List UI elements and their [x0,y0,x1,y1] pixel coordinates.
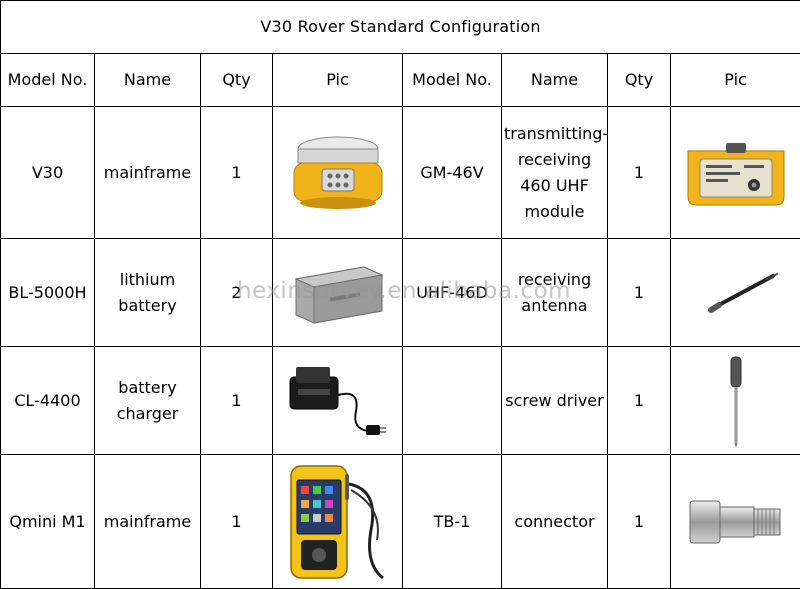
name-cell: receiving antenna [502,239,608,347]
header-name: Name [95,54,201,107]
charger-icon [282,359,394,443]
pic-cell [273,239,403,347]
connector-icon [684,487,788,557]
qty-cell: 1 [201,455,273,589]
model-cell: BL-5000H [1,239,95,347]
pic-cell [671,107,800,239]
qty-cell: 2 [201,239,273,347]
name-cell: lithium battery [95,239,201,347]
model-cell: Qmini M1 [1,455,95,589]
pic-cell [273,107,403,239]
pic-cell [273,455,403,589]
name-cell: connector [502,455,608,589]
header-model-no-right: Model No. [403,54,502,107]
screwdriver-icon [716,353,756,449]
header-name-right: Name [502,54,608,107]
pic-cell [273,347,403,455]
table-row: BL-5000H lithium battery 2 UHF-46D recei… [1,239,800,347]
header-qty-right: Qty [608,54,671,107]
battery-icon [286,257,390,329]
model-cell [403,347,502,455]
table-row: CL-4400 battery charger 1 screw driver 1 [1,347,800,455]
table-row: Qmini M1 mainframe 1 TB-1 connector 1 [1,455,800,589]
header-qty: Qty [201,54,273,107]
table-title: V30 Rover Standard Configuration [1,1,800,54]
name-cell: screw driver [502,347,608,455]
pic-cell [671,239,800,347]
model-cell: V30 [1,107,95,239]
antenna-icon [681,258,791,328]
qty-cell: 1 [608,347,671,455]
name-cell: mainframe [95,107,201,239]
uhf-module-icon [680,135,792,211]
pic-cell [671,347,800,455]
handheld-controller-icon [279,460,397,584]
qty-cell: 1 [201,347,273,455]
header-pic-right: Pic [671,54,800,107]
qty-cell: 1 [201,107,273,239]
qty-cell: 1 [608,239,671,347]
model-cell: UHF-46D [403,239,502,347]
header-pic: Pic [273,54,403,107]
model-cell: TB-1 [403,455,502,589]
gnss-receiver-icon [284,131,392,215]
qty-cell: 1 [608,107,671,239]
table-row: V30 mainframe 1 GM-46V transmitting-rece… [1,107,800,239]
model-cell: CL-4400 [1,347,95,455]
pic-cell [671,455,800,589]
name-cell: battery charger [95,347,201,455]
name-cell: mainframe [95,455,201,589]
qty-cell: 1 [608,455,671,589]
header-model-no: Model No. [1,54,95,107]
name-cell: transmitting-receiving 460 UHF module [502,107,608,239]
model-cell: GM-46V [403,107,502,239]
